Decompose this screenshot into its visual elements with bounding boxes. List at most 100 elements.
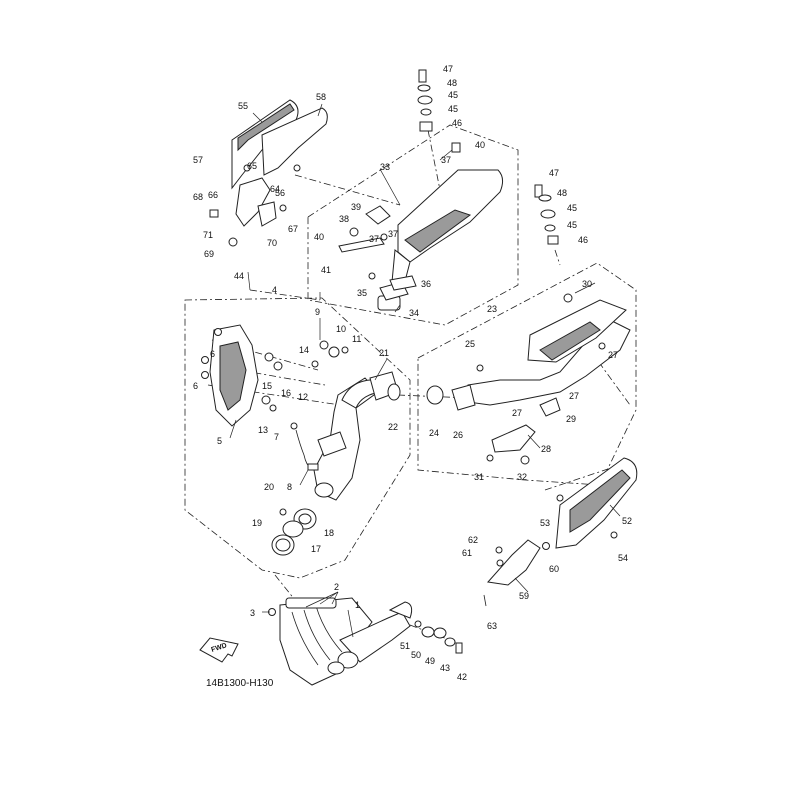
callout-48a: 48 <box>447 78 457 88</box>
catalyst-pipe <box>313 371 401 501</box>
callout-66: 66 <box>208 190 218 200</box>
callout-26: 26 <box>453 430 463 440</box>
callout-6a: 6 <box>210 349 215 359</box>
callout-42: 42 <box>457 672 467 682</box>
callout-22: 22 <box>388 422 398 432</box>
oxygen-sensor-8 <box>290 422 319 471</box>
callout-44: 44 <box>234 271 244 281</box>
callout-67: 67 <box>288 224 298 234</box>
callout-45d: 45 <box>567 220 577 230</box>
callout-5: 5 <box>217 436 222 446</box>
header-fasteners <box>414 620 463 654</box>
callout-33: 33 <box>380 162 390 172</box>
callout-23: 23 <box>487 304 497 314</box>
callout-21: 21 <box>379 348 389 358</box>
callout-48b: 48 <box>557 188 567 198</box>
clamp-parts-33 <box>338 205 417 291</box>
group-boundary-4 <box>184 297 411 579</box>
callout-4: 4 <box>272 285 277 295</box>
mount-stack-right <box>534 184 559 245</box>
callout-9: 9 <box>315 307 320 317</box>
callout-39: 39 <box>351 202 361 212</box>
callout-45c: 45 <box>567 203 577 213</box>
exhaust-header-1 <box>268 597 413 686</box>
callout-60: 60 <box>549 564 559 574</box>
group-boundary-23 <box>417 262 637 486</box>
callout-34: 34 <box>409 308 419 318</box>
diagram-code: 14B1300-H130 <box>206 678 274 689</box>
callout-40b: 40 <box>314 232 324 242</box>
callout-24: 24 <box>429 428 439 438</box>
callout-59: 59 <box>519 591 529 601</box>
callout-71: 71 <box>203 230 213 240</box>
leader-lines <box>229 103 621 638</box>
callout-14: 14 <box>299 345 309 355</box>
side-heat-shield-52 <box>555 457 638 549</box>
callout-38: 38 <box>339 214 349 224</box>
mount-stack-upper <box>417 69 461 153</box>
callout-6b: 6 <box>193 381 198 391</box>
callout-30: 30 <box>582 279 592 289</box>
callout-32: 32 <box>517 472 527 482</box>
rear-muffler-33 <box>377 169 504 311</box>
callout-53: 53 <box>540 518 550 528</box>
callout-49: 49 <box>425 656 435 666</box>
callout-65: 65 <box>247 161 257 171</box>
group-boundary-33 <box>307 124 519 326</box>
callout-3: 3 <box>250 608 255 618</box>
callout-52: 52 <box>622 516 632 526</box>
callout-58: 58 <box>316 92 326 102</box>
small-fasteners-left <box>201 328 349 412</box>
callout-1: 1 <box>355 600 360 610</box>
callout-27b: 27 <box>569 391 579 401</box>
mid-pipe-bracket-28 <box>486 397 561 465</box>
callout-46a: 46 <box>452 118 462 128</box>
callout-12: 12 <box>298 392 308 402</box>
callout-63: 63 <box>487 621 497 631</box>
callout-37b: 37 <box>369 234 379 244</box>
callout-70: 70 <box>267 238 277 248</box>
callout-8: 8 <box>287 482 292 492</box>
lower-bracket-59 <box>483 539 550 607</box>
callout-50: 50 <box>411 650 421 660</box>
callout-68: 68 <box>193 192 203 202</box>
callout-35: 35 <box>357 288 367 298</box>
callout-31: 31 <box>474 472 484 482</box>
callout-2: 2 <box>334 582 339 592</box>
callout-41: 41 <box>321 265 331 275</box>
mid-pipe-23 <box>426 293 631 411</box>
callout-37c: 37 <box>388 229 398 239</box>
callout-54: 54 <box>618 553 628 563</box>
callout-20: 20 <box>264 482 274 492</box>
callout-36: 36 <box>421 279 431 289</box>
callout-45b: 45 <box>448 104 458 114</box>
bracket-assembly <box>209 164 301 247</box>
fwd-label: FWD <box>210 642 227 654</box>
callout-17: 17 <box>311 544 321 554</box>
callout-64: 64 <box>270 184 280 194</box>
callouts: 1 2 3 4 5 6 6 7 8 9 10 11 12 13 14 15 16… <box>193 64 632 682</box>
callout-61: 61 <box>462 548 472 558</box>
callout-40a: 40 <box>475 140 485 150</box>
callout-47a: 47 <box>443 64 453 74</box>
flange-gaskets <box>271 508 317 556</box>
callout-46b: 46 <box>578 235 588 245</box>
callout-15: 15 <box>262 381 272 391</box>
callout-29: 29 <box>566 414 576 424</box>
heat-guard-5 <box>209 324 259 427</box>
callout-11: 11 <box>352 334 361 344</box>
callout-56: 56 <box>275 188 285 198</box>
callout-18: 18 <box>324 528 334 538</box>
callout-19: 19 <box>252 518 262 528</box>
callout-16: 16 <box>281 388 291 398</box>
callout-69: 69 <box>204 249 214 259</box>
callout-13: 13 <box>258 425 268 435</box>
callout-43: 43 <box>440 663 450 673</box>
callout-27c: 27 <box>512 408 522 418</box>
callout-47b: 47 <box>549 168 559 178</box>
callout-51: 51 <box>400 641 410 651</box>
callout-57: 57 <box>193 155 203 165</box>
callout-7: 7 <box>274 432 279 442</box>
callout-62: 62 <box>468 535 478 545</box>
